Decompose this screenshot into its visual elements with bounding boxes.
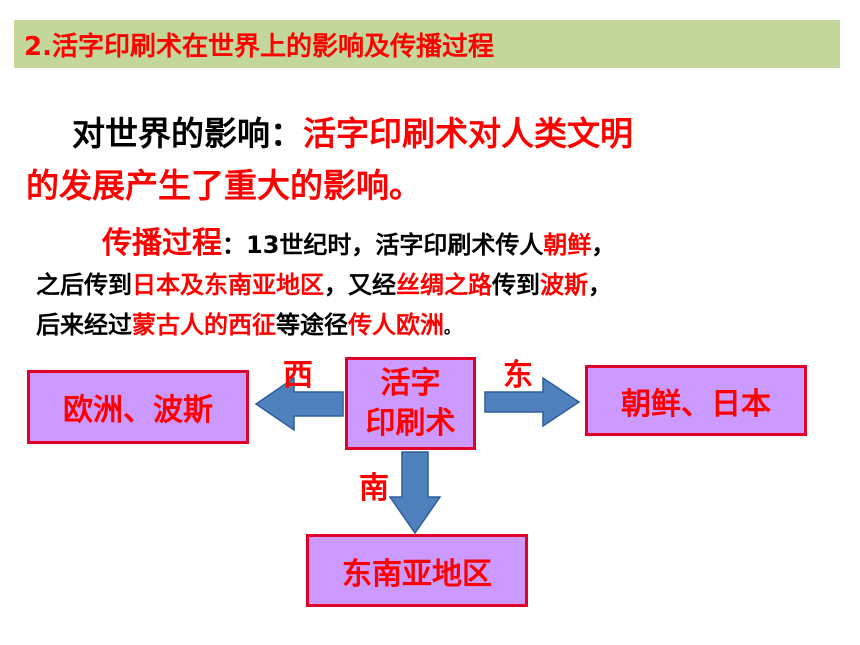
east-direction-label: 东 [503, 358, 533, 393]
spread-korea: 朝鲜 [543, 231, 592, 259]
slide-title-text: 2.活字印刷术在世界上的影响及传播过程 [24, 31, 494, 62]
movable-type-box: 活字 印刷术 [345, 357, 476, 450]
world-impact-paragraph: 对世界的影响：活字印刷术对人类文明 的发展产生了重大的影响。 [26, 108, 816, 212]
movable-type-line-2: 印刷术 [365, 405, 456, 441]
spread-persia: 波斯 [540, 271, 588, 299]
spread-text-8: 等途径 [276, 311, 348, 339]
europe-persia-box: 欧洲、波斯 [27, 370, 249, 444]
spread-heading: 传播过程 [102, 226, 222, 261]
spread-colon: ： [222, 231, 246, 259]
west-direction-label: 西 [283, 358, 313, 393]
spread-line-3: 后来经过蒙古人的西征等途径传人欧洲。 [36, 305, 836, 348]
west-arrow [254, 376, 344, 432]
southeast-asia-box: 东南亚地区 [306, 534, 528, 607]
spread-text-4: ，又经 [324, 271, 396, 299]
korea-japan-label: 朝鲜、日本 [621, 386, 771, 422]
spread-mongol: 蒙古人的西征 [132, 311, 276, 339]
south-arrow [388, 451, 442, 535]
slide-title: 2.活字印刷术在世界上的影响及传播过程 [14, 20, 840, 68]
spread-europe: 传人欧洲 [348, 311, 444, 339]
spread-text-5: 传到 [492, 271, 540, 299]
impact-line-2: 的发展产生了重大的影响。 [26, 166, 422, 205]
spread-line-2: 之后传到日本及东南亚地区，又经丝绸之路传到波斯， [36, 265, 836, 305]
movable-type-label: 活字 印刷术 [366, 364, 456, 444]
impact-line-1: 对世界的影响：活字印刷术对人类文明 [26, 108, 816, 160]
europe-persia-label: 欧洲、波斯 [63, 393, 213, 428]
spread-text-9: 。 [444, 318, 461, 337]
south-direction-label: 南 [359, 471, 389, 506]
spread-text-7: 后来经过 [36, 311, 132, 339]
east-arrow [484, 376, 581, 428]
spread-silk-road: 丝绸之路 [396, 271, 492, 299]
movable-type-line-1: 活字 [380, 365, 441, 401]
spread-text-3: 之后传到 [36, 271, 132, 299]
spread-text-2: ， [591, 231, 616, 259]
spread-japan-sea: 日本及东南亚地区 [132, 271, 324, 299]
impact-text-1: 活字印刷术对人类文明 [303, 114, 633, 153]
korea-japan-box: 朝鲜、日本 [585, 365, 807, 436]
impact-lead: 对世界的影响： [72, 114, 303, 153]
southeast-asia-label: 东南亚地区 [342, 556, 492, 592]
spread-line-1: 传播过程：13世纪时，活字印刷术传人朝鲜， [36, 224, 836, 265]
spread-text-6: ， [588, 271, 612, 299]
spread-paragraph: 传播过程：13世纪时，活字印刷术传人朝鲜， 之后传到日本及东南亚地区，又经丝绸之… [36, 224, 836, 348]
spread-text-1: 13世纪时，活字印刷术传人 [246, 231, 544, 259]
